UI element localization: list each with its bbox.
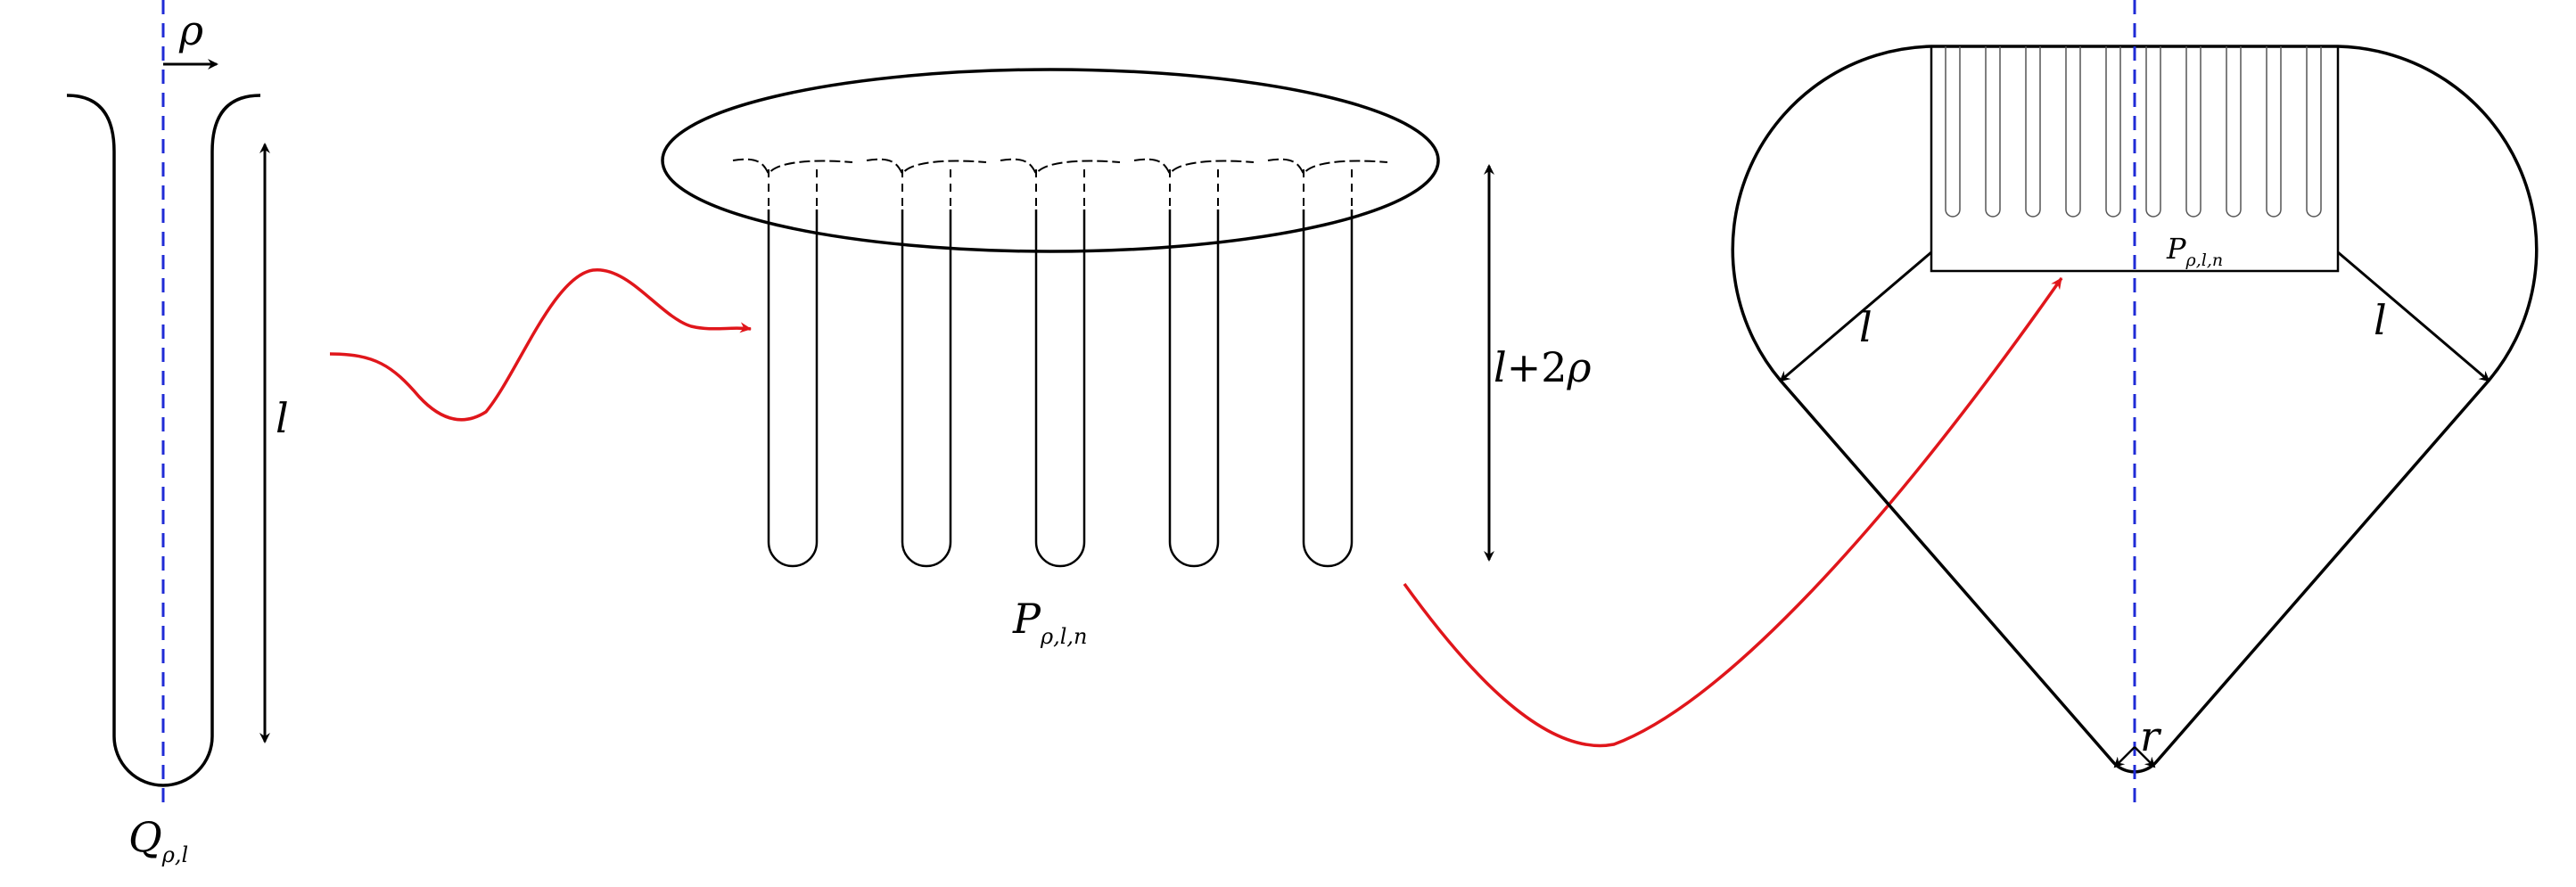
inner-tooth <box>2145 46 2161 218</box>
finger-outline <box>901 209 952 568</box>
inner-comb-teeth <box>1945 46 2322 218</box>
tube-outline <box>66 94 261 787</box>
apex-radius-arrow-left <box>2113 746 2136 768</box>
cone-right-radius-arrow <box>2337 250 2490 382</box>
comb-finger <box>1267 158 1388 568</box>
comb-height-label: l+2ρ <box>1494 343 1592 391</box>
tube-figure: ρ l Qρ,l <box>66 0 289 867</box>
rho-label: ρ <box>178 6 203 54</box>
comb-finger <box>866 158 987 568</box>
finger-collar <box>1267 158 1388 177</box>
comb-caption: Pρ,l,n <box>1012 595 1087 649</box>
finger-collar <box>866 158 987 177</box>
inner-tooth <box>2025 46 2041 218</box>
finger-collar <box>732 158 853 177</box>
inner-tooth <box>2065 46 2081 218</box>
inner-tooth <box>2185 46 2202 218</box>
cone-right-label: l <box>2374 296 2387 344</box>
comb-fingers <box>732 158 1388 568</box>
cone-figure: l l r Pρ,l,n <box>1731 0 2539 807</box>
finger-outline <box>1302 209 1354 568</box>
finger-outline <box>1034 209 1086 568</box>
inner-tooth <box>1945 46 1961 218</box>
cone-left-label: l <box>1859 303 1872 351</box>
inner-tooth <box>1985 46 2001 218</box>
finger-outline <box>767 209 819 568</box>
inner-tooth <box>2266 46 2282 218</box>
cone-left-radius-arrow <box>1779 250 1932 382</box>
comb-figure: l+2ρ Pρ,l,n <box>661 68 1592 649</box>
map-arrow-tube-to-comb <box>329 268 752 422</box>
tube-length-label: l <box>276 394 289 442</box>
comb-finger <box>1000 158 1121 568</box>
inner-tooth <box>2105 46 2121 218</box>
comb-finger <box>1133 158 1255 568</box>
map-arrow-comb-to-cone <box>1403 276 2063 748</box>
comb-base-ellipse <box>661 68 1440 253</box>
finger-outline <box>1168 209 1220 568</box>
apex-label: r <box>2140 712 2162 760</box>
apex-radius-arrow-right <box>2134 746 2156 768</box>
inner-comb-caption: Pρ,l,n <box>2166 232 2223 270</box>
inner-tooth <box>2226 46 2242 218</box>
comb-finger <box>732 158 853 568</box>
finger-collar <box>1000 158 1121 177</box>
tube-caption: Qρ,l <box>128 813 188 867</box>
finger-collar <box>1133 158 1255 177</box>
inner-tooth <box>2306 46 2322 218</box>
